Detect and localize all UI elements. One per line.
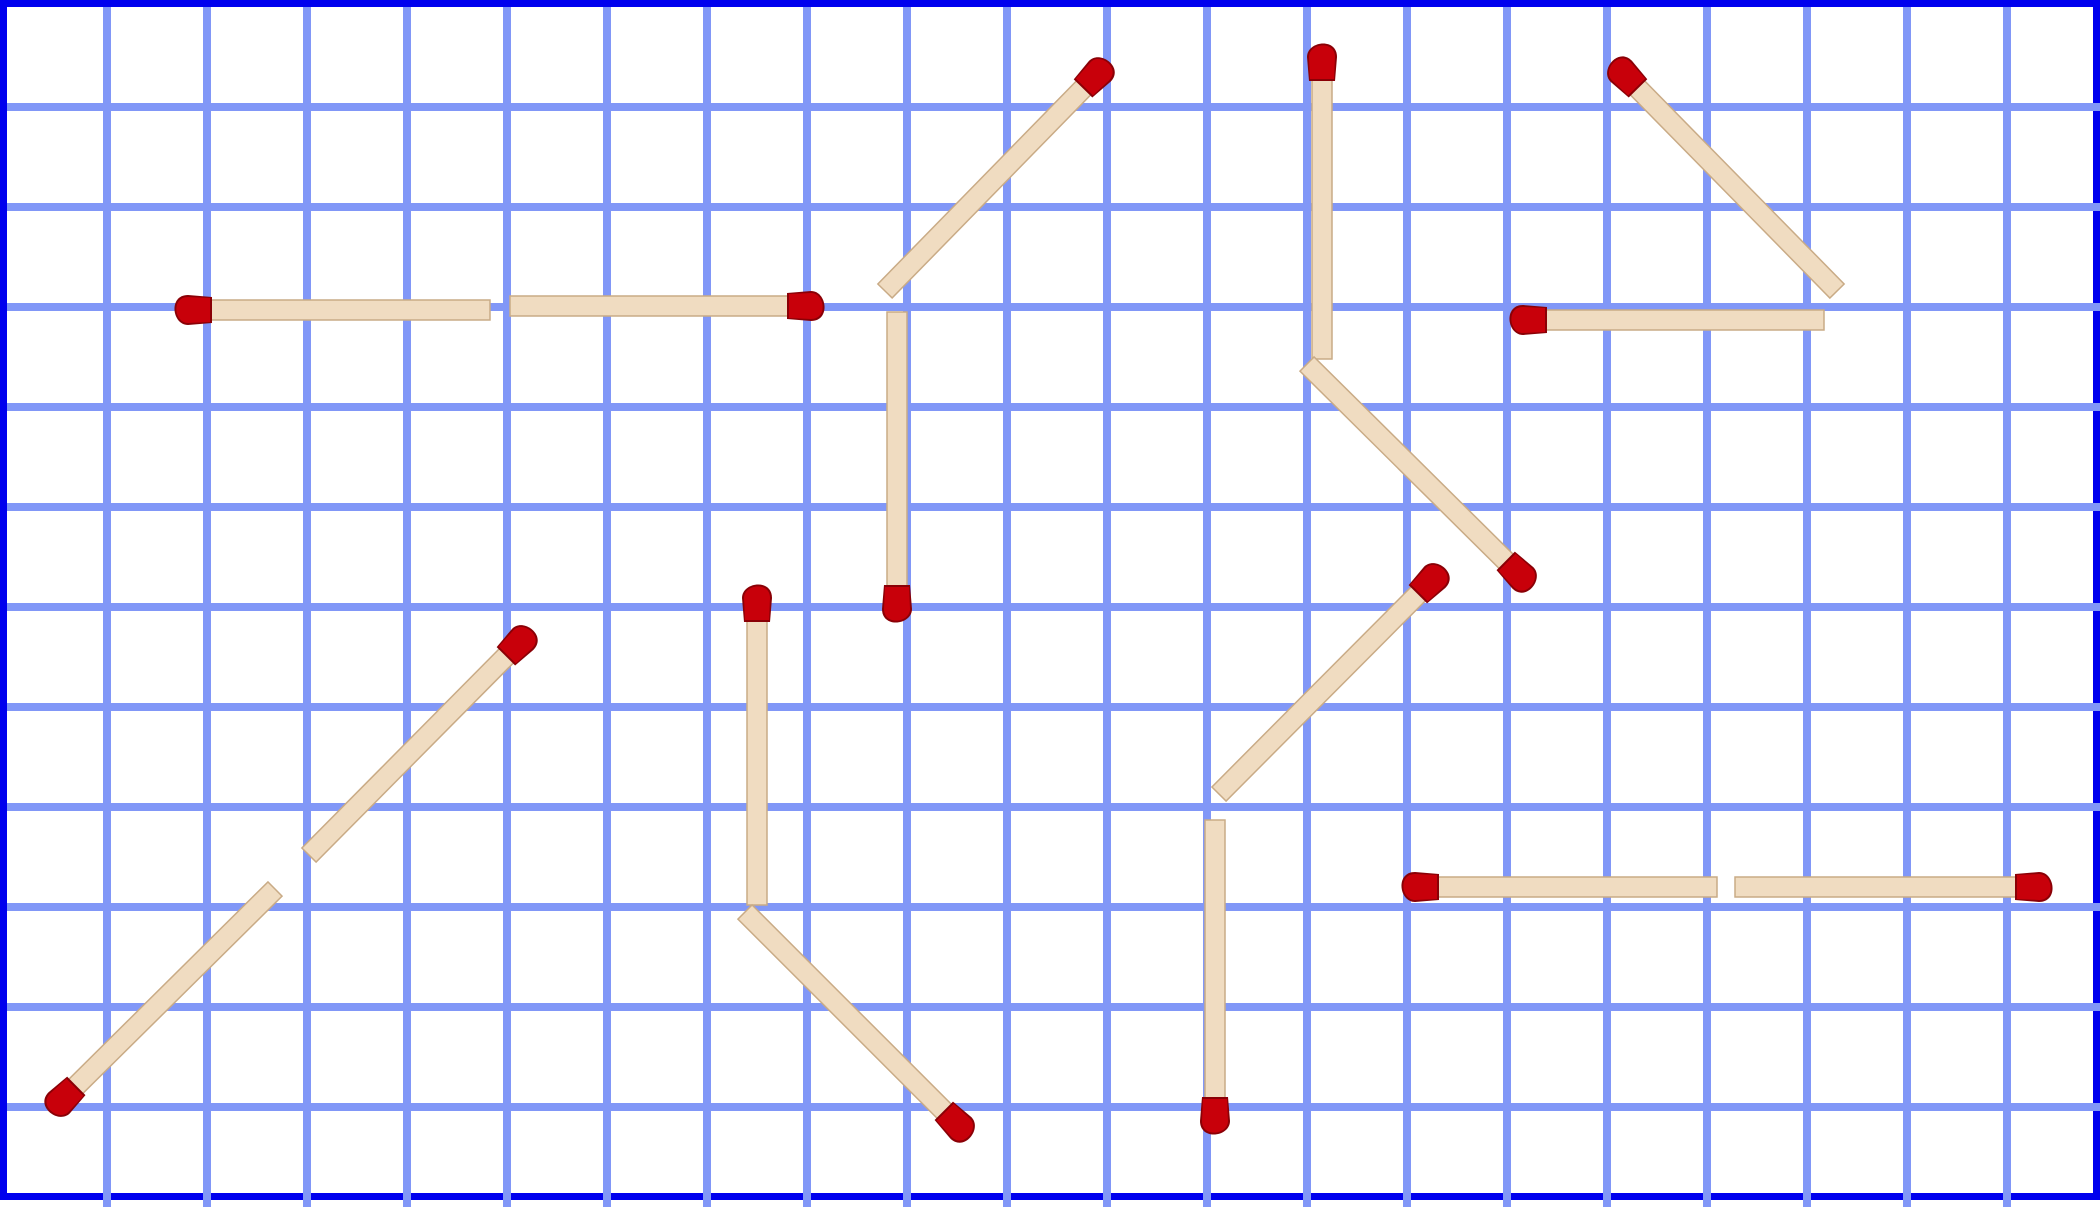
matchstick[interactable]: [1200, 819, 1230, 1135]
grid-line-horizontal: [7, 703, 2100, 711]
matchstick[interactable]: [1509, 305, 1825, 335]
match-head: [744, 586, 770, 620]
match-head: [498, 627, 536, 664]
matchstick-body: [886, 311, 908, 606]
matchstick-body: [1298, 355, 1528, 584]
matchstick[interactable]: [742, 584, 772, 906]
matchstick-body: [1734, 876, 2036, 898]
match-head: [1498, 553, 1535, 591]
matchstick[interactable]: [1601, 51, 1848, 301]
grid-paper: [7, 7, 2100, 1207]
grid-line-horizontal: [7, 803, 2100, 811]
matchstick-body: [876, 66, 1106, 300]
grid-lines: [7, 7, 2100, 1207]
matchstick[interactable]: [298, 619, 543, 865]
match-head: [1410, 565, 1448, 602]
matchstick-body: [746, 601, 768, 906]
matchstick[interactable]: [1208, 557, 1455, 805]
matchstick-body: [736, 903, 967, 1134]
matchstick-body: [1526, 309, 1825, 331]
matchstick[interactable]: [509, 291, 825, 321]
match-head: [176, 297, 210, 323]
matchstick-body: [300, 634, 529, 864]
match-head: [789, 293, 823, 319]
matchstick[interactable]: [734, 901, 981, 1148]
match-head: [1403, 874, 1437, 900]
match-head: [46, 1078, 84, 1115]
grid-line-horizontal: [7, 1103, 2100, 1111]
matchstick[interactable]: [174, 295, 491, 325]
grid-line-horizontal: [7, 503, 2100, 511]
grid-line-horizontal: [7, 403, 2100, 411]
grid-line-horizontal: [7, 1003, 2100, 1011]
matchstick-body: [191, 299, 491, 321]
grid-line-horizontal: [7, 903, 2100, 911]
matchstick-body: [1311, 60, 1333, 360]
matchstick[interactable]: [874, 51, 1120, 301]
match-head: [1202, 1099, 1228, 1133]
match-head: [936, 1103, 973, 1141]
grid-line-horizontal: [7, 303, 2100, 311]
matchstick-body: [509, 295, 808, 317]
matchstick[interactable]: [882, 311, 912, 623]
match-head: [1075, 59, 1113, 96]
match-head: [1309, 45, 1335, 79]
match-head: [884, 587, 910, 621]
matchstick-body: [1204, 819, 1226, 1118]
matchstick[interactable]: [1307, 43, 1337, 360]
match-head: [2017, 874, 2051, 900]
matchstick-body: [54, 880, 284, 1109]
matchstick-body: [1418, 876, 1718, 898]
match-head: [1609, 58, 1646, 96]
grid-line-horizontal: [7, 203, 2100, 211]
matchstick[interactable]: [39, 878, 285, 1123]
matchstick[interactable]: [1734, 872, 2053, 902]
match-head: [1511, 307, 1545, 333]
matchstick[interactable]: [1401, 872, 1718, 902]
matchsticks[interactable]: [39, 43, 2053, 1148]
grid-line-horizontal: [7, 603, 2100, 611]
matchstick[interactable]: [1296, 353, 1542, 598]
